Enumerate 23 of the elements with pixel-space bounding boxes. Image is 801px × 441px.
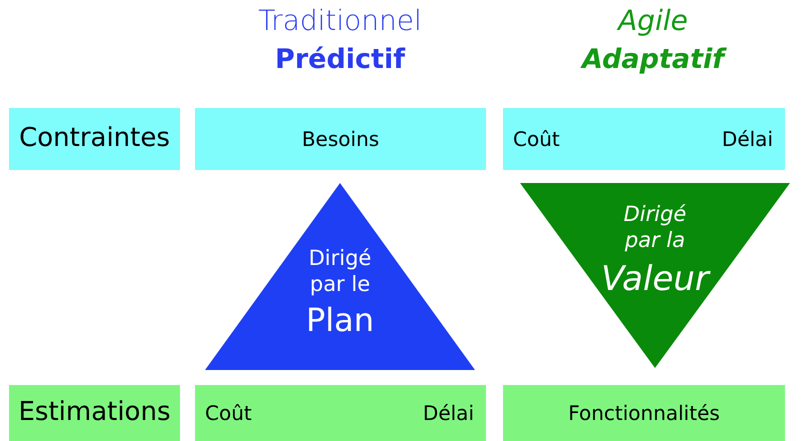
column-heading: Agile [618, 4, 688, 37]
constraint-box [503, 108, 785, 170]
box-label: Plan [304, 301, 376, 339]
box-label: Coût [205, 401, 252, 425]
column-subheading: Prédictif [275, 44, 405, 75]
triangle [205, 183, 475, 370]
box-label: Besoins [300, 127, 380, 151]
estimation-box [9, 385, 180, 441]
box-label: Dirigé par la [622, 201, 688, 253]
constraint-box [9, 108, 180, 170]
constraint-box [195, 108, 486, 170]
box-label: Délai [722, 127, 773, 151]
box-label: Valeur [600, 259, 712, 299]
box-label: Dirigé par le [308, 245, 372, 297]
box-label: Estimations [17, 397, 172, 428]
estimation-box [503, 385, 785, 441]
box-label: Coût [513, 127, 560, 151]
box-label: Délai [422, 401, 474, 425]
estimation-box [195, 385, 486, 441]
box-label: Contraintes [18, 123, 171, 154]
box-label: Fonctionnalités [567, 401, 721, 425]
column-heading: Traditionnel [258, 4, 422, 37]
inverted-triangle [520, 183, 790, 368]
